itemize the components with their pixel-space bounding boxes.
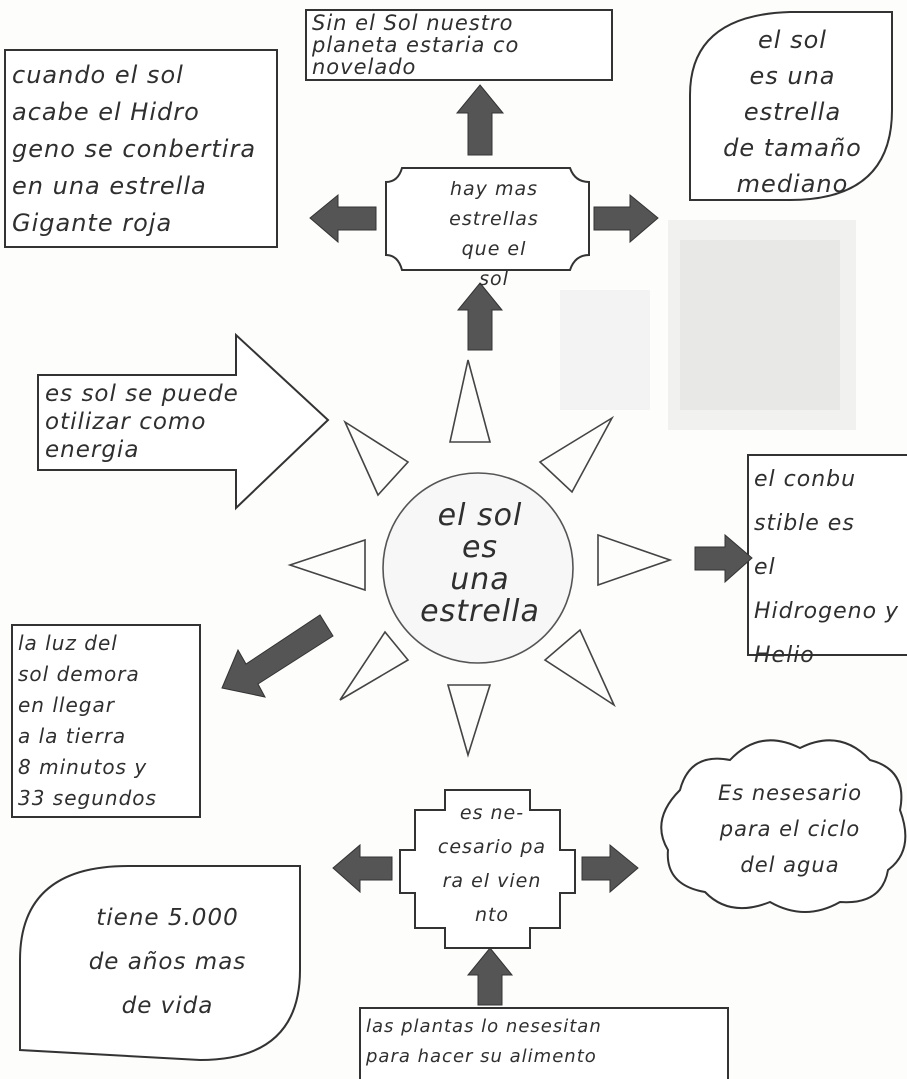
arrow-left-to-top-left — [309, 193, 377, 244]
arrow-left-from-cross — [332, 843, 393, 894]
bottom-box-text: las plantas lo nesesitan para hacer su a… — [366, 1016, 602, 1067]
left-big-arrow — [37, 332, 330, 511]
arrow-right-from-cross — [581, 843, 639, 894]
bottom-right-cloud-text: Es nesesario para el ciclo del agua — [717, 781, 863, 877]
bottom-mid-text: es ne- cesario pa ra el vien nto — [437, 802, 547, 926]
arrow-right-to-right-box — [694, 533, 753, 584]
top-left-text: cuando el sol acabe el Hidro geno se con… — [12, 61, 257, 237]
arrow-down-left — [221, 614, 334, 698]
top-box-text: Sin el Sol nuestro planeta estaria co no… — [312, 11, 520, 79]
bottom-left-box-text: la luz del sol demora en llegar a la tie… — [18, 631, 157, 810]
ray-top — [449, 359, 492, 443]
bottom-left-box — [11, 624, 201, 818]
bottom-box — [359, 1007, 729, 1079]
right-box-text: el conbu stible es el Hidrogeno y Helio — [754, 467, 900, 668]
sun-rays — [287, 359, 673, 758]
ray-top-right — [538, 415, 615, 494]
top-left-box — [4, 49, 278, 248]
bottom-left-oval-text: tiene 5.000 de años mas de vida — [88, 905, 247, 1019]
arrow-up-to-cross — [466, 947, 514, 1006]
right-box — [747, 454, 907, 656]
top-right-leaf — [689, 11, 893, 201]
bottom-right-cloud — [660, 739, 907, 913]
top-right-text: el sol es una estrella de tamaño mediano — [723, 26, 862, 198]
arrow-up-to-plaque — [456, 282, 504, 351]
left-arrow-text: es sol se puede otilizar como energia — [45, 381, 239, 463]
ray-left — [287, 538, 366, 592]
arrow-right-to-top-right — [593, 193, 659, 244]
ray-bottom-right — [543, 628, 616, 708]
top-box — [305, 9, 613, 81]
sun-circle — [382, 472, 574, 664]
ray-right — [597, 533, 673, 587]
ray-top-left — [343, 419, 410, 497]
bottom-mid-cross — [399, 789, 576, 949]
top-mid-text: hay mas estrellas que el sol — [449, 178, 539, 290]
ray-bottom — [446, 684, 492, 758]
top-mid-plaque — [385, 167, 590, 271]
ray-bottom-left — [339, 630, 410, 701]
arrow-up-to-top-box — [455, 84, 505, 156]
center-text: el sol es una estrella — [420, 498, 540, 629]
bottom-left-oval — [19, 865, 301, 1062]
scan-noise — [560, 220, 856, 430]
